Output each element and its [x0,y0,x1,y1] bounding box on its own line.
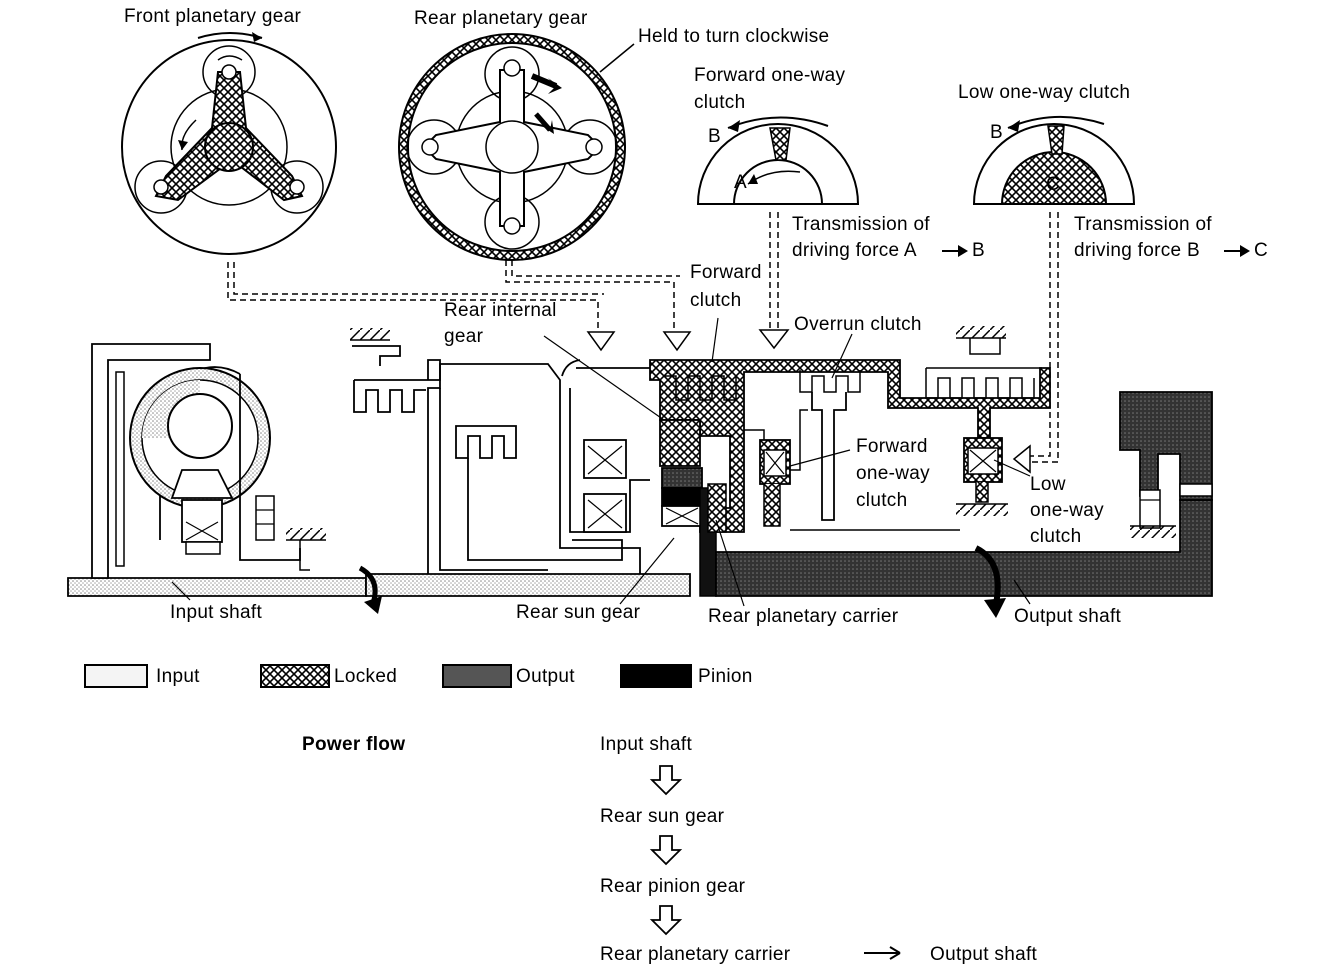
letter-b-low: B [990,122,1003,143]
front-planetary-gear-figure [121,32,337,255]
low-owc-side-label-1: Low [1030,474,1066,495]
tx-bc-label-3: C [1254,240,1269,261]
tx-bc-label-1: Transmission of [1074,214,1212,235]
transmission-cross-section [67,317,1213,618]
forward-owc-side-label-2: one-way [856,463,930,484]
legend-swatch-output [442,664,512,688]
forward-owc-top-label-1: Forward one-way [694,65,846,86]
letter-a: A [734,172,747,193]
legend-swatch-locked [260,664,330,688]
input-shaft-label: Input shaft [170,602,263,623]
tx-ab-label-3: B [972,240,985,261]
forward-clutch-label-1: Forward [690,262,762,283]
front-planetary-gear-label: Front planetary gear [124,6,302,27]
tx-arrows [942,245,1250,257]
low-owc-top-label: Low one-way clutch [958,82,1131,103]
tx-bc-label-2: driving force B [1074,240,1200,261]
low-owc-side-label-3: clutch [1030,526,1082,547]
dashed-connectors [227,212,1059,463]
letter-b-forward: B [708,126,721,147]
power-flow-step-4: Rear planetary carrier [600,944,791,965]
power-flow-step-3: Rear pinion gear [600,876,746,897]
legend-swatch-input [84,664,148,688]
legend-label-locked: Locked [334,666,398,687]
forward-clutch-label-2: clutch [690,290,742,311]
rear-sun-gear-label: Rear sun gear [516,602,641,623]
legend-label-pinion: Pinion [698,666,753,687]
held-clockwise-label: Held to turn clockwise [638,26,830,47]
low-one-way-clutch-figure [972,115,1136,205]
rear-internal-gear-label-2: gear [444,326,484,347]
tx-ab-label-2: driving force A [792,240,917,261]
power-flow-arrows [649,765,683,936]
low-owc-side-label-2: one-way [1030,500,1104,521]
rear-planetary-gear-label: Rear planetary gear [414,8,588,29]
power-flow-step-1: Input shaft [600,734,693,755]
connector-arrowheads [586,329,1031,474]
forward-one-way-clutch-figure [696,116,860,205]
power-flow-title: Power flow [302,734,406,755]
output-shaft-label: Output shaft [1014,606,1122,627]
legend-label-output: Output [516,666,575,687]
rear-planetary-carrier-label: Rear planetary carrier [708,606,899,627]
legend-swatch-pinion [620,664,692,688]
power-flow-step-2: Rear sun gear [600,806,725,827]
letter-c: C [1046,174,1061,195]
overrun-clutch-label: Overrun clutch [794,314,922,335]
legend-label-input: Input [156,666,200,687]
forward-owc-top-label-2: clutch [694,92,746,113]
power-flow-final: Output shaft [930,944,1038,965]
rear-planetary-gear-figure [398,33,635,261]
forward-owc-side-label-1: Forward [856,436,928,457]
tx-ab-label-1: Transmission of [792,214,930,235]
power-flow-right-arrow [864,946,901,960]
rear-internal-gear-label-1: Rear internal [444,300,557,321]
forward-owc-side-label-3: clutch [856,490,908,511]
